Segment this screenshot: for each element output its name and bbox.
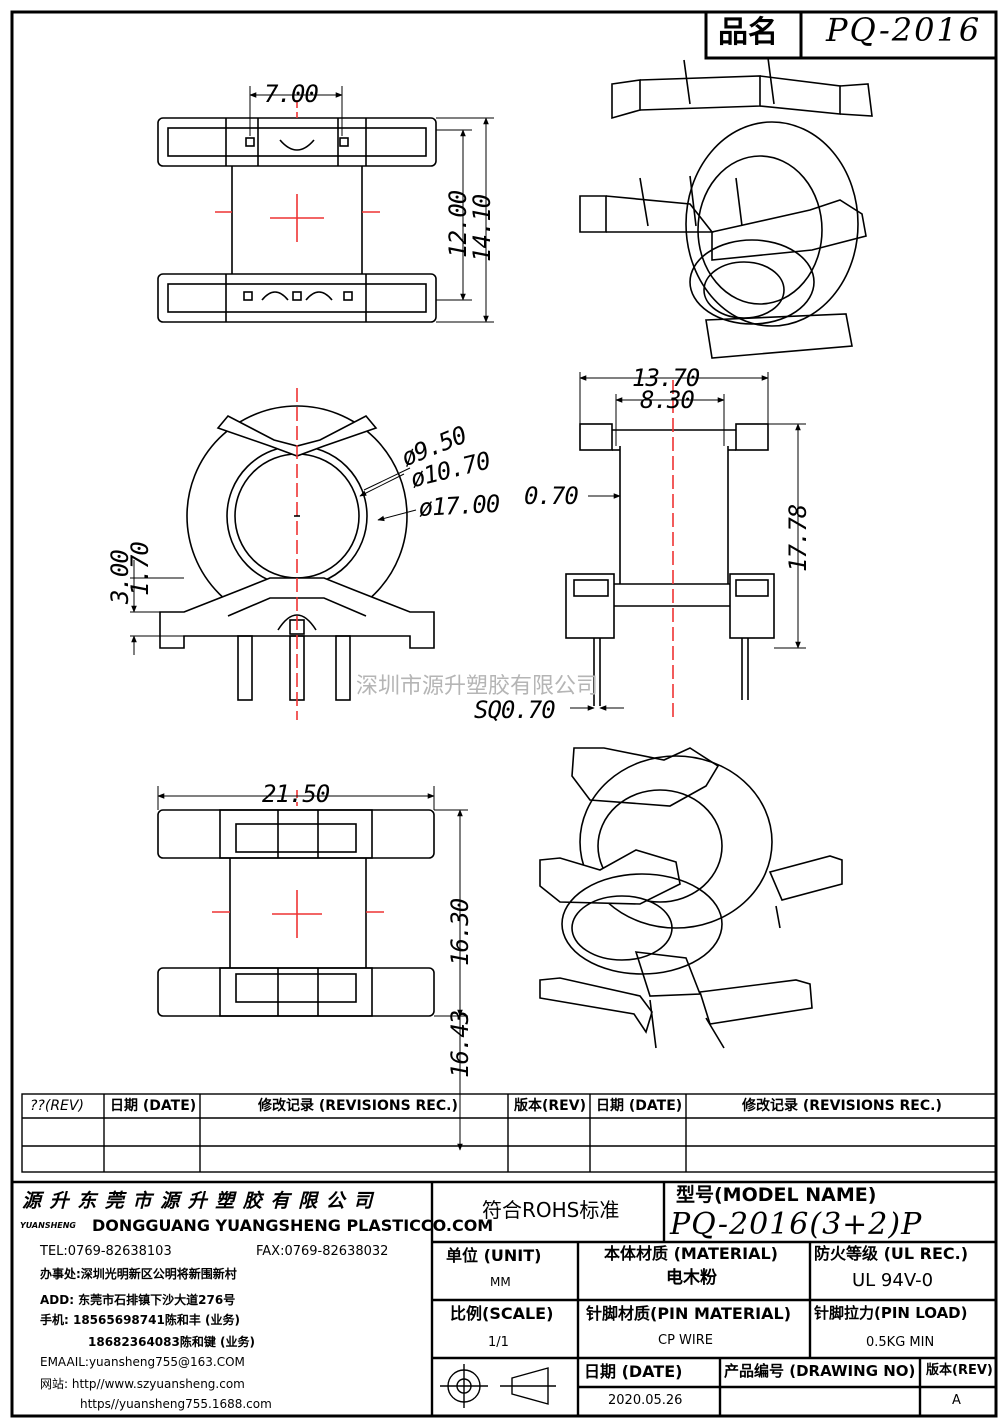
company-name-cn: 源 升 东 莞 市 源 升 塑 胶 有 限 公 司 [22,1190,374,1212]
model-label: 型号(MODEL NAME) [676,1184,877,1206]
rev-value: A [952,1393,961,1408]
material-value: 电木粉 [666,1268,717,1288]
dim-sq-0-70: SQ0.70 [474,696,556,724]
sheet-border [10,10,998,1418]
scale-value: 1/1 [488,1335,509,1350]
drawing-no-label: 产品编号 (DRAWING NO) [724,1362,916,1380]
dim-14-10: 14.10 [468,194,496,262]
rev-header-4: 版本(REV) [514,1098,586,1114]
company-tel: TEL:0769-82638103 [40,1244,172,1259]
dim-13-70: 13.70 [632,364,700,392]
dim-17-00: ø17.00 [417,489,500,522]
iso-view-bottom [539,747,843,1049]
iso-view-top [579,57,873,359]
title-box [704,10,998,60]
company-phone1: 手机: 18565698741陈和丰 (业务) [40,1313,240,1327]
rev-header-2: 日期 (DATE) [110,1098,197,1114]
pin-material-value: CP WIRE [658,1333,713,1348]
top-view [157,86,494,323]
company-office: 办事处:深圳光明新区公明将新围新村 [40,1267,237,1281]
dim-16-30: 16.30 [446,898,474,966]
watermark: 深圳市源升塑胶有限公司 [356,674,599,699]
model-value: PQ-2016(3+2)P [670,1207,923,1242]
date-value: 2020.05.26 [608,1393,683,1408]
company-fax: FAX:0769-82638032 [256,1244,389,1259]
unit-label: 单位 (UNIT) [446,1246,542,1265]
pin-load-value: 0.5KG MIN [866,1335,935,1350]
ul-value: UL 94V-0 [852,1270,934,1291]
date-label: 日期 (DATE) [584,1362,683,1381]
title-block-grid [12,1180,996,1416]
front-view [130,388,435,720]
dim-7-00: 7.00 [264,80,319,108]
company-web1: 网站: http//www.szyuansheng.com [40,1377,245,1391]
unit-value: MM [490,1275,511,1289]
scale-label: 比例(SCALE) [450,1304,554,1323]
rev-header-1: ??(REV) [30,1098,84,1114]
rohs-text: 符合ROHS标准 [482,1198,620,1222]
side-view [565,372,806,720]
company-name-en: DONGGUANG YUANGSHENG PLASTICCO.COM [92,1216,494,1235]
dim-17-78: 17.78 [784,504,812,572]
dim-1-70: 1.70 [126,542,154,596]
dim-8-30: 8.30 [640,386,695,414]
bottom-view [157,786,468,1151]
pin-material-label: 针脚材质(PIN MATERIAL) [586,1304,792,1323]
rev-label: 版本(REV) [926,1363,993,1378]
company-web2: https//yuansheng755.1688.com [80,1397,272,1411]
dim-21-50: 21.50 [262,780,330,808]
company-logo-text: YUANSHENG [20,1221,76,1230]
ul-label: 防火等级 (UL REC.) [814,1244,969,1263]
dim-0-70: 0.70 [524,482,579,510]
dim-12-00: 12.00 [444,190,472,258]
pin-load-label: 针脚拉力(PIN LOAD) [814,1304,968,1322]
projection-symbol [440,1364,556,1408]
rev-header-5: 日期 (DATE) [596,1098,683,1114]
company-email: EMAAIL:yuansheng755@163.COM [40,1355,245,1369]
material-label: 本体材质 (MATERIAL) [604,1244,778,1263]
rev-header-6: 修改记录 (REVISIONS REC.) [742,1098,942,1114]
dim-16-43: 16.43 [446,1010,474,1078]
company-phone2: 18682364083陈和键 (业务) [88,1335,255,1349]
revision-table-grid [21,1093,997,1173]
name-label: 品名 [718,15,778,50]
rev-header-3: 修改记录 (REVISIONS REC.) [258,1098,458,1114]
part-number: PQ-2016 [826,11,982,49]
company-addr: ADD: 东莞市石排镇下沙大道276号 [40,1293,236,1307]
